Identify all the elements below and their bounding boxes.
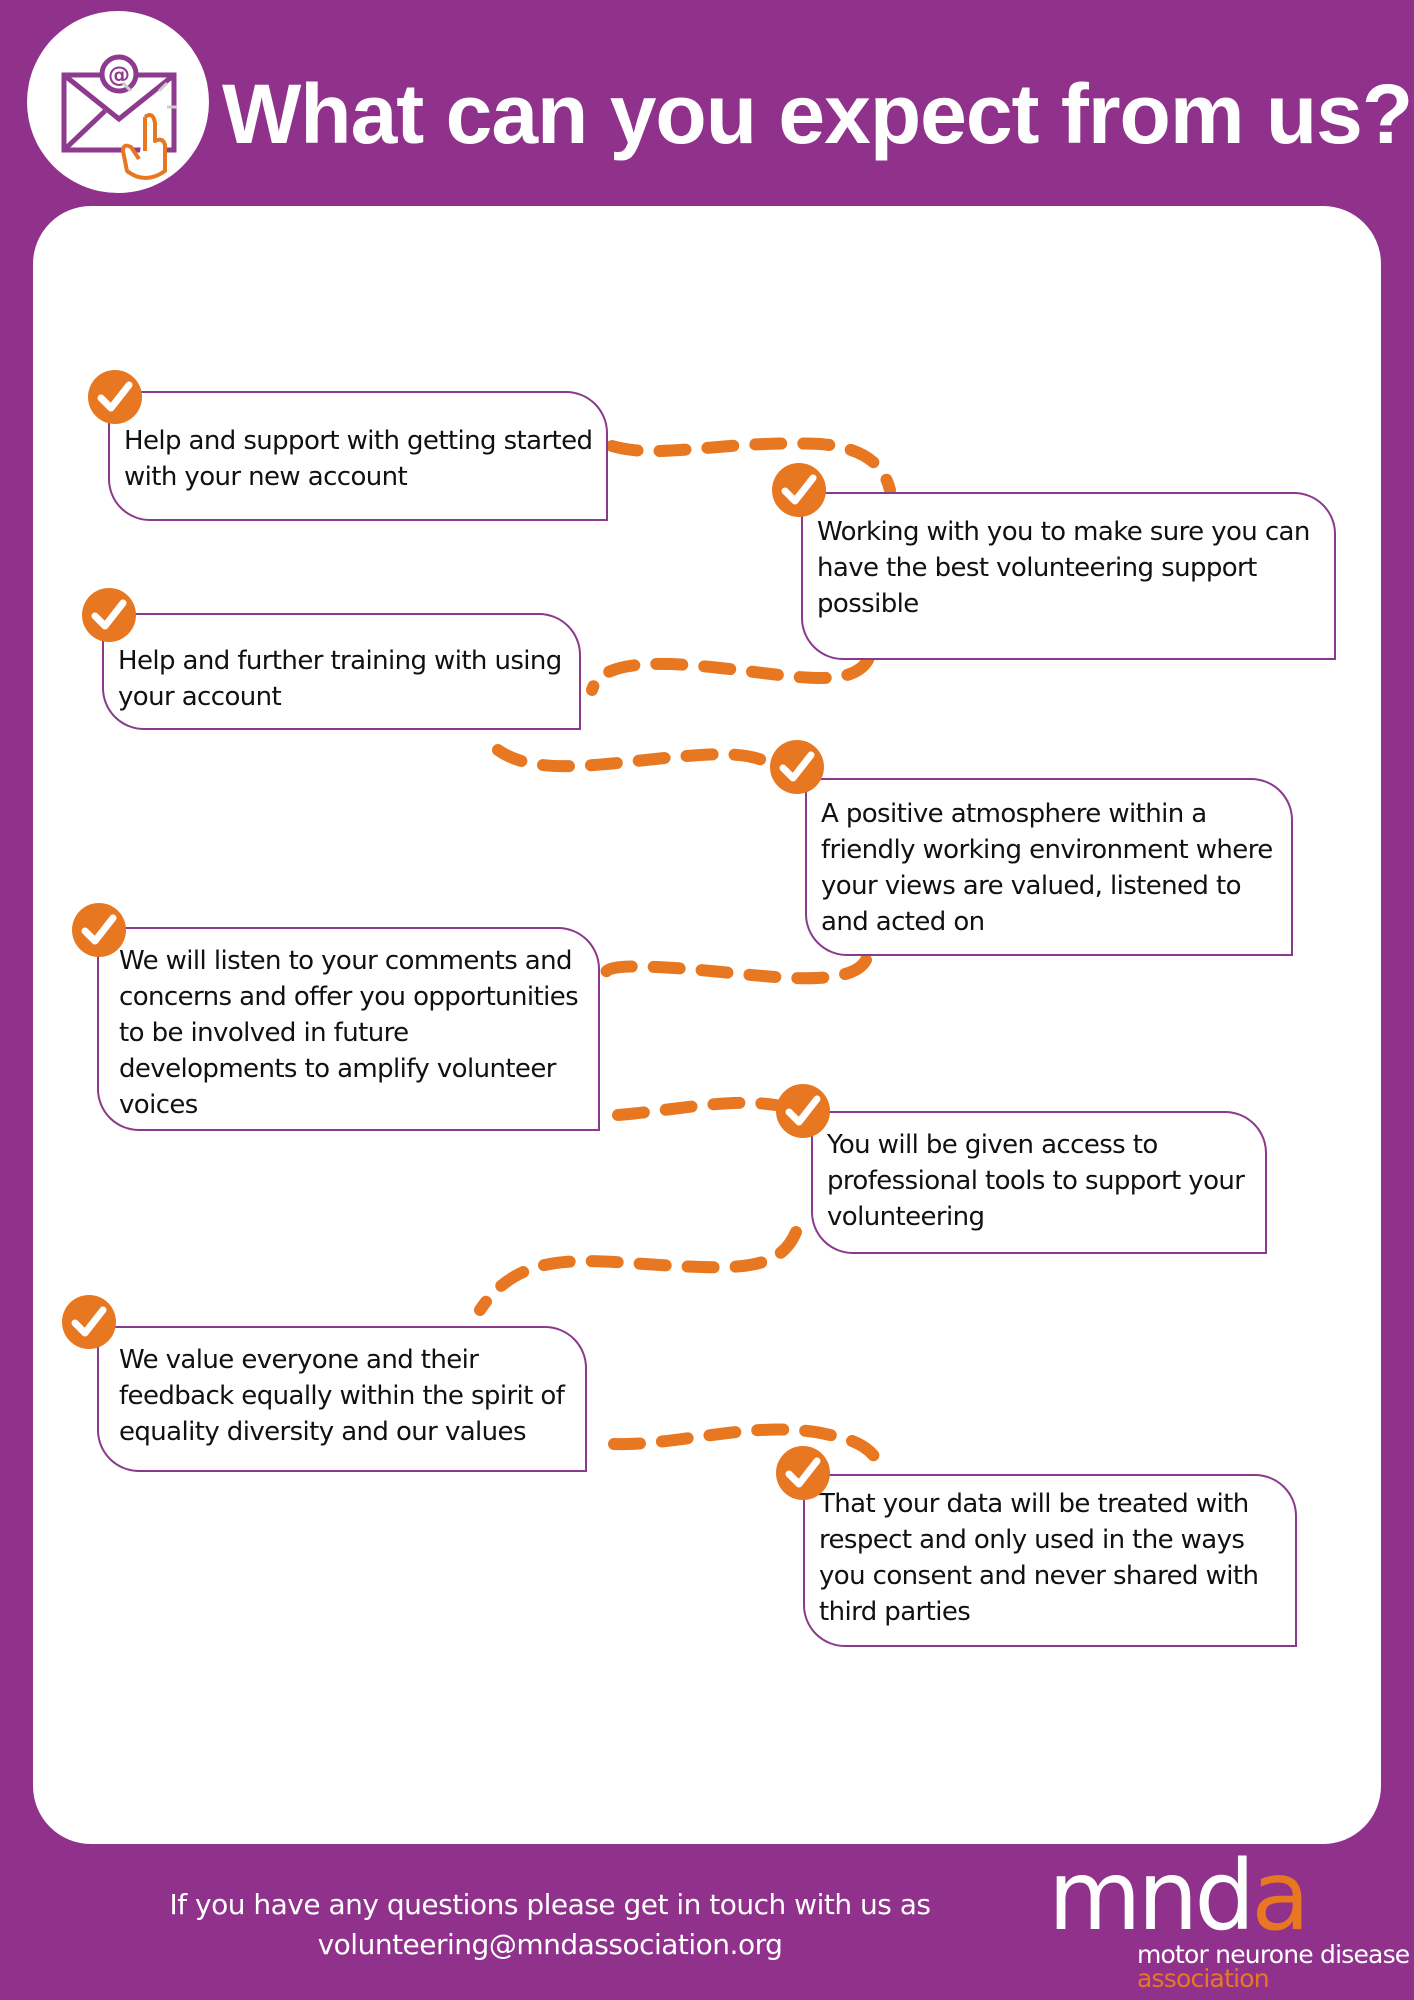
email-click-icon: @: [61, 54, 177, 180]
expectation-item-1: Help and support with getting started wi…: [108, 391, 608, 521]
item-text: You will be given access to professional…: [827, 1130, 1245, 1232]
expectation-item-7: We value everyone and their feedback equ…: [97, 1326, 587, 1472]
logo-mnd: mnd: [1048, 1840, 1255, 1952]
checkmark-icon: [72, 903, 126, 957]
item-text: Help and further training with using you…: [118, 646, 562, 712]
logo-subtitle-1: motor neurone disease: [1137, 1940, 1410, 1969]
item-text: Working with you to make sure you can ha…: [817, 517, 1310, 619]
checkmark-icon: [770, 740, 824, 794]
checkmark-icon: [772, 463, 826, 517]
checkmark-icon: [82, 588, 136, 642]
checkmark-icon: [62, 1295, 116, 1349]
svg-text:@: @: [108, 63, 130, 88]
page-title: What can you expect from us?: [222, 67, 1413, 161]
contact-email-link[interactable]: volunteering@mndassociation.org: [317, 1928, 783, 1961]
expectation-item-4: A positive atmosphere within a friendly …: [805, 778, 1293, 956]
logo-subtitle-2: association: [1137, 1964, 1270, 1993]
item-text: We value everyone and their feedback equ…: [119, 1345, 565, 1447]
item-text: A positive atmosphere within a friendly …: [821, 799, 1273, 937]
expectation-item-3: Help and further training with using you…: [102, 613, 581, 730]
checkmark-icon: [776, 1084, 830, 1138]
expectation-item-5: We will listen to your comments and conc…: [97, 927, 600, 1131]
checkmark-icon: [776, 1446, 830, 1500]
item-text: That your data will be treated with resp…: [819, 1489, 1259, 1627]
email-icon-badge: @: [27, 11, 209, 193]
mnda-logo: mnda: [1048, 1848, 1310, 1944]
logo-a: a: [1251, 1840, 1310, 1952]
item-text: Help and support with getting started wi…: [124, 426, 593, 492]
expectation-item-6: You will be given access to professional…: [811, 1111, 1267, 1254]
checkmark-icon: [88, 370, 142, 424]
item-text: We will listen to your comments and conc…: [119, 946, 579, 1120]
expectation-item-8: That your data will be treated with resp…: [803, 1474, 1297, 1647]
expectation-item-2: Working with you to make sure you can ha…: [801, 492, 1336, 660]
contact-text: If you have any questions please get in …: [169, 1888, 931, 1921]
